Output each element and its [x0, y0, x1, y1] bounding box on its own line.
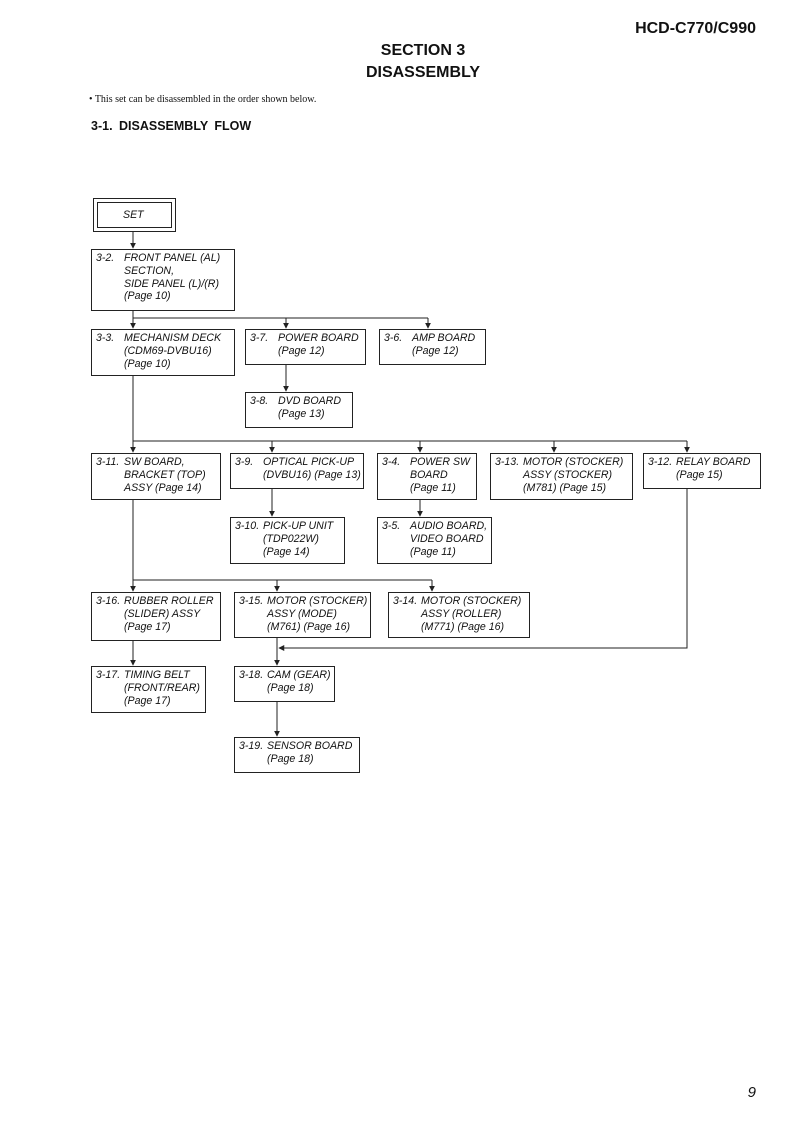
step-line: (CDM69-DVBU16) — [124, 344, 212, 357]
section-title: SECTION 3 DISASSEMBLY — [0, 40, 793, 84]
step-line: (TDP022W) — [263, 532, 319, 545]
step-number: 3-3. — [96, 332, 115, 344]
step-line: AMP BOARD — [412, 332, 476, 344]
step-number: 3-7. — [250, 332, 269, 344]
section-name: DISASSEMBLY — [365, 64, 481, 81]
step-number: 3-17. — [96, 669, 121, 681]
step-number: 3-12. — [648, 456, 673, 468]
step-3-11-box: 3-11. SW BOARD,BRACKET (TOP)ASSY (Page 1… — [91, 453, 221, 500]
step-line: PICK-UP UNIT — [263, 520, 334, 532]
step-line: RUBBER ROLLER — [124, 595, 214, 607]
set-label: SET — [97, 202, 172, 228]
step-line: DVD BOARD — [278, 395, 341, 407]
step-number: 3-18. — [239, 669, 264, 681]
step-line: SECTION, — [124, 264, 175, 277]
step-number: 3-13. — [495, 456, 520, 468]
step-3-18-box: 3-18. CAM (GEAR)(Page 18) — [234, 666, 335, 702]
step-line: (Page 15) — [676, 468, 723, 481]
step-number: 3-6. — [384, 332, 403, 344]
section-number: SECTION 3 — [380, 42, 466, 59]
step-number: 3-8. — [250, 395, 269, 407]
step-line: (Page 17) — [124, 694, 171, 707]
step-line: CAM (GEAR) — [267, 669, 331, 681]
step-number: 3-2. — [96, 252, 115, 264]
step-3-8-box: 3-8. DVD BOARD(Page 13) — [245, 392, 353, 428]
step-line: FRONT PANEL (AL) — [124, 252, 221, 264]
step-3-16-box: 3-16. RUBBER ROLLER(SLIDER) ASSY(Page 17… — [91, 592, 221, 641]
step-line: POWER BOARD — [278, 332, 359, 344]
step-line: BOARD — [410, 468, 448, 481]
step-line: (Page 12) — [278, 344, 325, 357]
step-line: (Page 14) — [263, 545, 310, 558]
step-number: 3-9. — [235, 456, 254, 468]
step-line: RELAY BOARD — [676, 456, 751, 468]
step-line: (M781) (Page 15) — [523, 481, 607, 494]
step-line: OPTICAL PICK-UP — [263, 456, 355, 468]
step-line: (Page 13) — [278, 407, 325, 420]
step-line: (DVBU16) (Page 13) — [263, 468, 361, 481]
step-3-15-box: 3-15. MOTOR (STOCKER)ASSY (MODE)(M761) (… — [234, 592, 371, 638]
step-line: SW BOARD, — [124, 456, 185, 468]
step-line: ASSY (ROLLER) — [421, 607, 502, 620]
step-line: (M771) (Page 16) — [421, 620, 505, 633]
step-line: VIDEO BOARD — [410, 532, 484, 545]
step-3-2-box: 3-2. FRONT PANEL (AL)SECTION,SIDE PANEL … — [91, 249, 235, 311]
step-number: 3-10. — [235, 520, 260, 532]
intro-text: • This set can be disassembled in the or… — [89, 94, 317, 105]
step-line: (SLIDER) ASSY — [124, 607, 201, 620]
step-line: (Page 11) — [410, 481, 456, 494]
step-3-7-box: 3-7. POWER BOARD(Page 12) — [245, 329, 366, 365]
step-number: 3-4. — [382, 456, 401, 468]
step-3-5-box: 3-5. AUDIO BOARD,VIDEO BOARD(Page 11) — [377, 517, 492, 564]
step-line: SENSOR BOARD — [267, 740, 353, 752]
step-line: MECHANISM DECK — [124, 332, 222, 344]
step-3-17-box: 3-17. TIMING BELT(FRONT/REAR)(Page 17) — [91, 666, 206, 713]
page-number: 9 — [747, 1084, 756, 1101]
step-number: 3-15. — [239, 595, 264, 607]
step-3-14-box: 3-14. MOTOR (STOCKER)ASSY (ROLLER)(M771)… — [388, 592, 530, 638]
step-line: AUDIO BOARD, — [410, 520, 488, 532]
step-line: (Page 18) — [267, 681, 314, 694]
subheading: 3-1. DISASSEMBLY FLOW — [91, 119, 252, 133]
set-box: SET — [93, 198, 176, 232]
step-line: ASSY (STOCKER) — [523, 468, 613, 481]
step-line: (Page 10) — [124, 290, 171, 303]
step-line: SIDE PANEL (L)/(R) — [124, 277, 219, 290]
step-3-3-box: 3-3. MECHANISM DECK(CDM69-DVBU16)(Page 1… — [91, 329, 235, 376]
step-line: (Page 11) — [410, 545, 456, 558]
step-3-6-box: 3-6. AMP BOARD(Page 12) — [379, 329, 486, 365]
step-line: (Page 17) — [124, 620, 171, 633]
step-3-10-box: 3-10. PICK-UP UNIT(TDP022W)(Page 14) — [230, 517, 345, 564]
step-line: MOTOR (STOCKER) — [267, 595, 368, 607]
step-line: TIMING BELT — [124, 669, 190, 681]
step-line: MOTOR (STOCKER) — [421, 595, 522, 607]
step-3-9-box: 3-9. OPTICAL PICK-UP(DVBU16) (Page 13) — [230, 453, 364, 489]
step-3-12-box: 3-12. RELAY BOARD(Page 15) — [643, 453, 761, 489]
arrow-3-12-to-3-18 — [278, 488, 688, 651]
step-number: 3-14. — [393, 595, 418, 607]
step-line: (M761) (Page 16) — [267, 620, 351, 633]
step-3-13-box: 3-13. MOTOR (STOCKER)ASSY (STOCKER)(M781… — [490, 453, 633, 500]
step-line: BRACKET (TOP) — [124, 468, 206, 481]
step-line: MOTOR (STOCKER) — [523, 456, 624, 468]
step-number: 3-19. — [239, 740, 264, 752]
step-number: 3-11. — [96, 456, 120, 468]
step-line: ASSY (Page 14) — [124, 481, 202, 494]
step-line: POWER SW — [410, 456, 471, 468]
step-number: 3-5. — [382, 520, 401, 532]
step-line: (Page 18) — [267, 752, 314, 765]
step-number: 3-16. — [96, 595, 121, 607]
model-number: HCD-C770/C990 — [635, 20, 756, 37]
step-line: ASSY (MODE) — [267, 607, 337, 620]
step-line: (FRONT/REAR) — [124, 681, 200, 694]
step-line: (Page 10) — [124, 357, 171, 370]
step-line: (Page 12) — [412, 344, 459, 357]
step-3-19-box: 3-19. SENSOR BOARD(Page 18) — [234, 737, 360, 773]
